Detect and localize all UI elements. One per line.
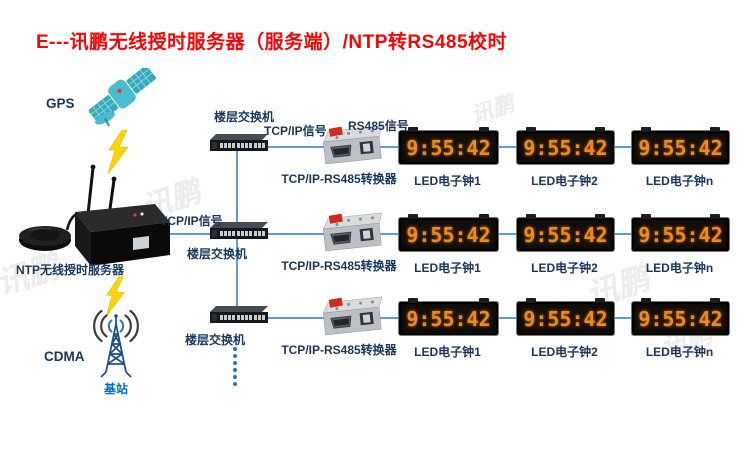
led-clock: 9:55:42 (398, 298, 499, 336)
led-clock-label: LED电子钟1 (414, 345, 481, 359)
ntp-server-label: NTP无线授时服务器 (16, 263, 125, 277)
led-clock: 9:55:42 (631, 214, 730, 252)
led-clock: 9:55:42 (631, 127, 730, 165)
floor-switch-label: 楼层交换机 (185, 333, 246, 347)
ntp-server-icon (19, 164, 170, 266)
led-clock-label: LED电子钟2 (531, 174, 598, 188)
floor-switch-label: 楼层交换机 (187, 247, 248, 261)
rs485-converter-icon (322, 125, 383, 165)
gps-satellite-icon (88, 68, 156, 127)
rs485-converter-label: TCP/IP-RS485转换器 (281, 259, 397, 273)
led-clock-label: LED电子钟n (645, 261, 714, 275)
base-station-label: 基站 (104, 382, 129, 396)
floor-switch-label: 楼层交换机 (214, 110, 275, 124)
led-clock: 9:55:42 (516, 214, 615, 252)
lightning-icon (107, 130, 129, 174)
led-clock: 9:55:42 (516, 298, 615, 336)
led-clock: 9:55:42 (516, 127, 615, 165)
led-clock-time: 9:55:42 (638, 135, 723, 160)
led-clock-label: LED电子钟1 (414, 261, 481, 275)
led-clock-time: 9:55:42 (523, 222, 608, 247)
floor-switch-icon (210, 222, 268, 239)
led-clock-time: 9:55:42 (638, 222, 723, 247)
led-clock-time: 9:55:42 (406, 222, 491, 247)
gps-label: GPS (46, 96, 75, 111)
led-clock-time: 9:55:42 (406, 135, 491, 160)
rs485-converter-icon (322, 212, 383, 252)
led-clock-time: 9:55:42 (523, 135, 608, 160)
led-clock-time: 9:55:42 (523, 306, 608, 331)
led-clock-label: LED电子钟n (645, 345, 714, 359)
led-clock-label: LED电子钟1 (414, 174, 481, 188)
led-clock: 9:55:42 (631, 298, 730, 336)
tcpip-signal-label: TCP/IP信号 (160, 214, 223, 228)
cdma-label: CDMA (44, 349, 85, 364)
tcpip-signal-label: TCP/IP信号 (264, 124, 327, 138)
rs485-converter-icon (322, 296, 383, 336)
page-title: E---讯鹏无线授时服务器（服务端）/NTP转RS485校时 (36, 32, 508, 53)
led-clock-time: 9:55:42 (638, 306, 723, 331)
led-clock-label: LED电子钟n (645, 174, 714, 188)
watermark: 讯鹏 (467, 90, 518, 129)
rs485-signal-label: RS485信号 (348, 119, 409, 133)
floor-switch-icon (210, 134, 268, 151)
rs485-converter-label: TCP/IP-RS485转换器 (281, 172, 397, 186)
led-clock-label: LED电子钟2 (531, 345, 598, 359)
led-clock-time: 9:55:42 (406, 306, 491, 331)
server-to-switch-line (158, 233, 238, 235)
lightning-icon (105, 276, 125, 318)
floor-switch-icon (210, 306, 268, 323)
led-clock: 9:55:42 (398, 214, 499, 252)
led-clock-label: LED电子钟2 (531, 261, 598, 275)
base-station-tower-icon (93, 310, 139, 378)
led-clock: 9:55:42 (398, 127, 499, 165)
rs485-converter-label: TCP/IP-RS485转换器 (281, 343, 397, 357)
